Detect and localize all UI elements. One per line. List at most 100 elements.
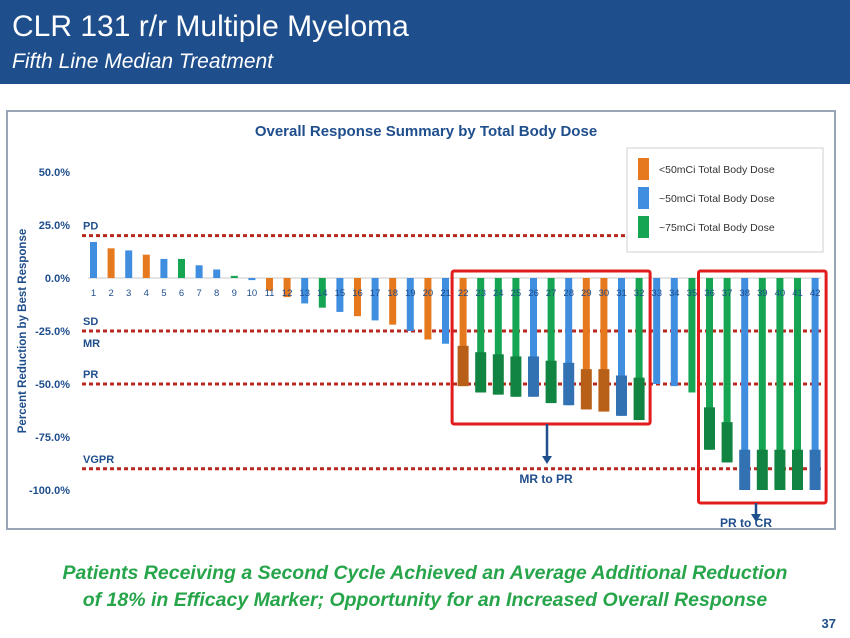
legend-swatch — [638, 158, 649, 180]
bar-patient-29 — [582, 278, 590, 410]
bar-second-cycle-32 — [633, 377, 645, 421]
bar-patient-6 — [178, 258, 185, 278]
x-tick-label: 3 — [126, 288, 131, 299]
bar-patient-31 — [618, 278, 625, 416]
bar-patient-16 — [354, 278, 361, 317]
bar-patient-9 — [230, 275, 238, 278]
bar-patient-21 — [442, 278, 449, 344]
bar-patient-38 — [741, 278, 749, 490]
bar-patient-8 — [213, 269, 221, 278]
arrow-head — [542, 456, 552, 464]
bar-patient-26 — [530, 278, 537, 397]
x-tick-label: 33 — [651, 288, 662, 299]
x-tick-label: 7 — [196, 288, 201, 299]
x-tick-label: 1 — [91, 288, 96, 299]
x-tick-label: 14 — [317, 288, 328, 299]
bar-patient-28 — [565, 278, 573, 406]
bar-second-cycle-30 — [598, 369, 610, 412]
bar-patient-33 — [653, 278, 661, 384]
x-tick-label: 11 — [265, 288, 275, 299]
threshold-label: PR — [83, 369, 98, 381]
x-tick-label: 8 — [214, 288, 219, 299]
x-tick-label: 17 — [370, 288, 381, 299]
bar-second-cycle-23 — [475, 352, 487, 393]
x-tick-label: 16 — [352, 288, 363, 299]
bar-second-cycle-38 — [739, 449, 751, 490]
x-tick-label: 37 — [722, 288, 733, 299]
bar-patient-14 — [318, 278, 326, 308]
x-tick-label: 6 — [179, 288, 184, 299]
bar-patient-2 — [107, 248, 115, 278]
bar-patient-19 — [406, 278, 414, 331]
x-tick-label: 12 — [282, 288, 293, 299]
x-tick-label: 29 — [581, 288, 592, 299]
x-tick-label: 25 — [511, 288, 522, 299]
x-tick-label: 21 — [440, 288, 451, 299]
x-tick-label: 4 — [144, 288, 149, 299]
chart-title: Overall Response Summary by Total Body D… — [255, 123, 597, 140]
x-tick-label: 28 — [563, 288, 574, 299]
bar-patient-32 — [635, 278, 643, 421]
bar-patient-27 — [547, 278, 555, 404]
bar-patient-40 — [776, 278, 784, 490]
threshold-label: MR — [83, 338, 100, 350]
bar-patient-30 — [600, 278, 608, 412]
x-tick-label: 20 — [423, 288, 434, 299]
slide-subtitle: Fifth Line Median Treatment — [12, 50, 274, 73]
bar-second-cycle-29 — [580, 369, 592, 410]
x-tick-label: 35 — [687, 288, 698, 299]
bar-second-cycle-42 — [809, 449, 821, 490]
bar-patient-15 — [336, 278, 344, 312]
bar-patient-5 — [160, 258, 168, 278]
x-tick-label: 40 — [775, 288, 786, 299]
x-tick-label: 34 — [669, 288, 680, 299]
y-tick-label: -75.0% — [35, 432, 70, 444]
highlight-box — [450, 269, 652, 426]
y-axis-label: Percent Reduction by Best Response — [17, 229, 29, 434]
bar-patient-17 — [371, 278, 379, 321]
bar-patient-7 — [195, 265, 203, 278]
bar-patient-20 — [424, 278, 432, 340]
bar-second-cycle-40 — [774, 449, 786, 490]
x-tick-label: 5 — [161, 288, 166, 299]
x-tick-label: 22 — [458, 288, 469, 299]
bar-patient-1 — [90, 241, 97, 278]
y-tick-label: -50.0% — [35, 379, 70, 391]
legend-label: <50mCi Total Body Dose — [659, 164, 775, 176]
highlight-label: MR to PR — [519, 472, 573, 486]
bar-patient-12 — [283, 278, 291, 298]
x-tick-label: 13 — [299, 288, 310, 299]
x-tick-label: 41 — [792, 288, 803, 299]
y-tick-label: -100.0% — [29, 485, 70, 497]
y-tick-label: 25.0% — [39, 220, 70, 232]
x-tick-label: 23 — [475, 288, 486, 299]
bar-patient-10 — [248, 278, 256, 281]
threshold-label: SD — [83, 316, 98, 328]
x-tick-label: 9 — [232, 288, 237, 299]
footer-line-2: of 18% in Efficacy Marker; Opportunity f… — [82, 589, 768, 611]
bar-second-cycle-24 — [492, 354, 504, 395]
bar-second-cycle-28 — [563, 362, 575, 406]
x-tick-label: 36 — [704, 288, 715, 299]
legend-swatch — [638, 187, 649, 209]
x-tick-label: 38 — [739, 288, 750, 299]
legend-label: ~50mCi Total Body Dose — [659, 193, 775, 205]
bar-patient-37 — [723, 278, 731, 463]
x-tick-label: 15 — [335, 288, 346, 299]
y-tick-label: -25.0% — [35, 326, 70, 338]
bar-second-cycle-37 — [721, 422, 733, 463]
legend-swatch — [638, 216, 649, 238]
page-number: 37 — [821, 616, 836, 631]
x-tick-label: 31 — [616, 288, 627, 299]
bar-patient-41 — [794, 278, 801, 490]
bar-patient-34 — [670, 278, 678, 387]
bar-second-cycle-22 — [457, 345, 469, 387]
legend-box — [626, 147, 824, 253]
bar-second-cycle-39 — [756, 449, 768, 490]
x-tick-label: 10 — [247, 288, 258, 299]
bar-patient-36 — [706, 278, 713, 450]
x-tick-label: 19 — [405, 288, 416, 299]
legend-label: ~75mCi Total Body Dose — [659, 222, 775, 234]
bar-second-cycle-41 — [792, 449, 803, 490]
footer-statement: Patients Receiving a Second Cycle Achiev… — [0, 560, 850, 614]
